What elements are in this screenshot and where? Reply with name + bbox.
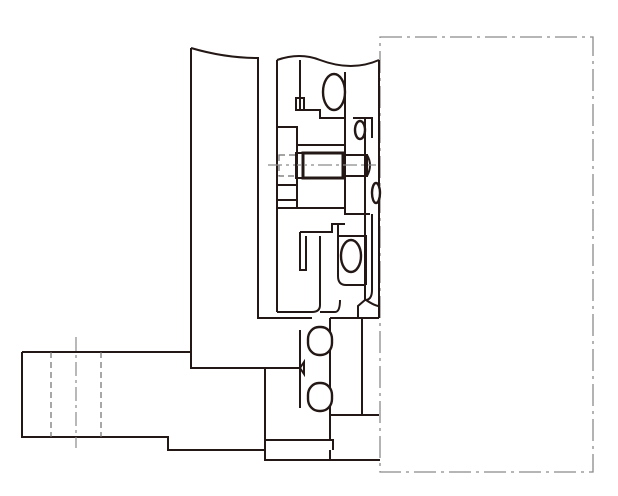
rotary-small-o-ring	[353, 119, 367, 141]
upper-stationary-o-ring	[321, 72, 347, 112]
gland-upper-o-ring	[306, 325, 334, 357]
gland-plate	[190, 47, 380, 461]
rotary-side-o-ring	[370, 181, 382, 205]
lower-rotary-o-ring	[339, 238, 363, 274]
phantom-shaft-outline	[379, 36, 594, 473]
set-screw	[268, 151, 376, 180]
mounting-flange	[21, 337, 265, 451]
gland-lower-o-ring	[306, 381, 334, 413]
